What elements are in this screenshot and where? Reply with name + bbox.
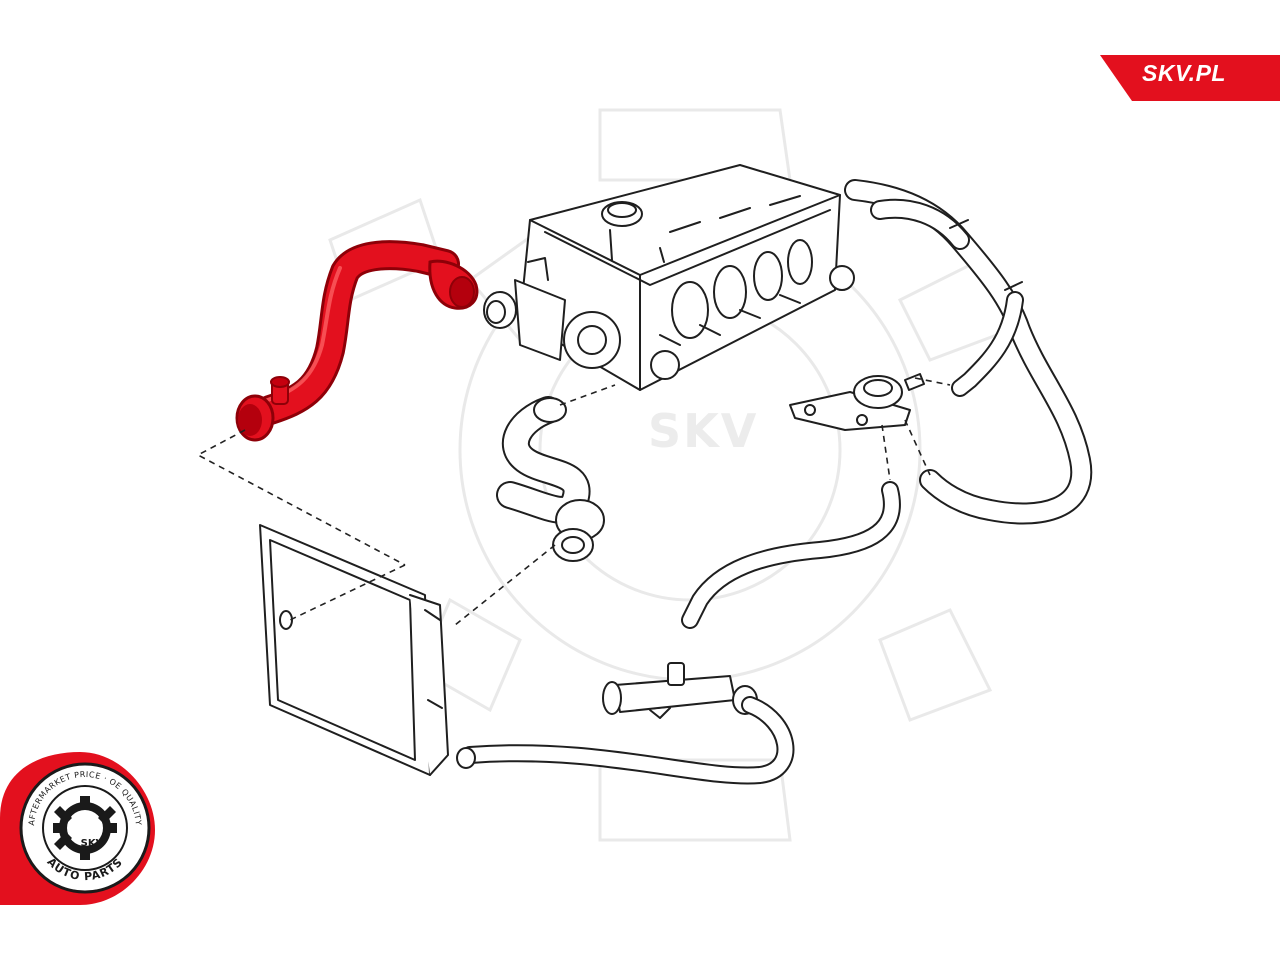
right-hoses	[681, 179, 1093, 629]
seal-center-text: SKV	[80, 838, 104, 849]
seal-logo: AFTERMARKET PRICE · OE QUALITY AUTO PART…	[0, 752, 155, 905]
bottom-t-pipe	[456, 662, 795, 785]
s-shaped-hose	[496, 396, 605, 562]
brand-tab	[1100, 55, 1280, 101]
watermark-text: SKV	[648, 404, 759, 458]
brand-logo-text: SKV.PL	[1142, 60, 1226, 86]
radiator	[259, 524, 449, 776]
engine-cylinder-head	[483, 164, 855, 391]
flange-bracket	[789, 373, 925, 431]
seal-gear-icon	[53, 796, 117, 860]
highlighted-hose	[235, 240, 479, 442]
assembly-guide-lines	[196, 377, 951, 626]
